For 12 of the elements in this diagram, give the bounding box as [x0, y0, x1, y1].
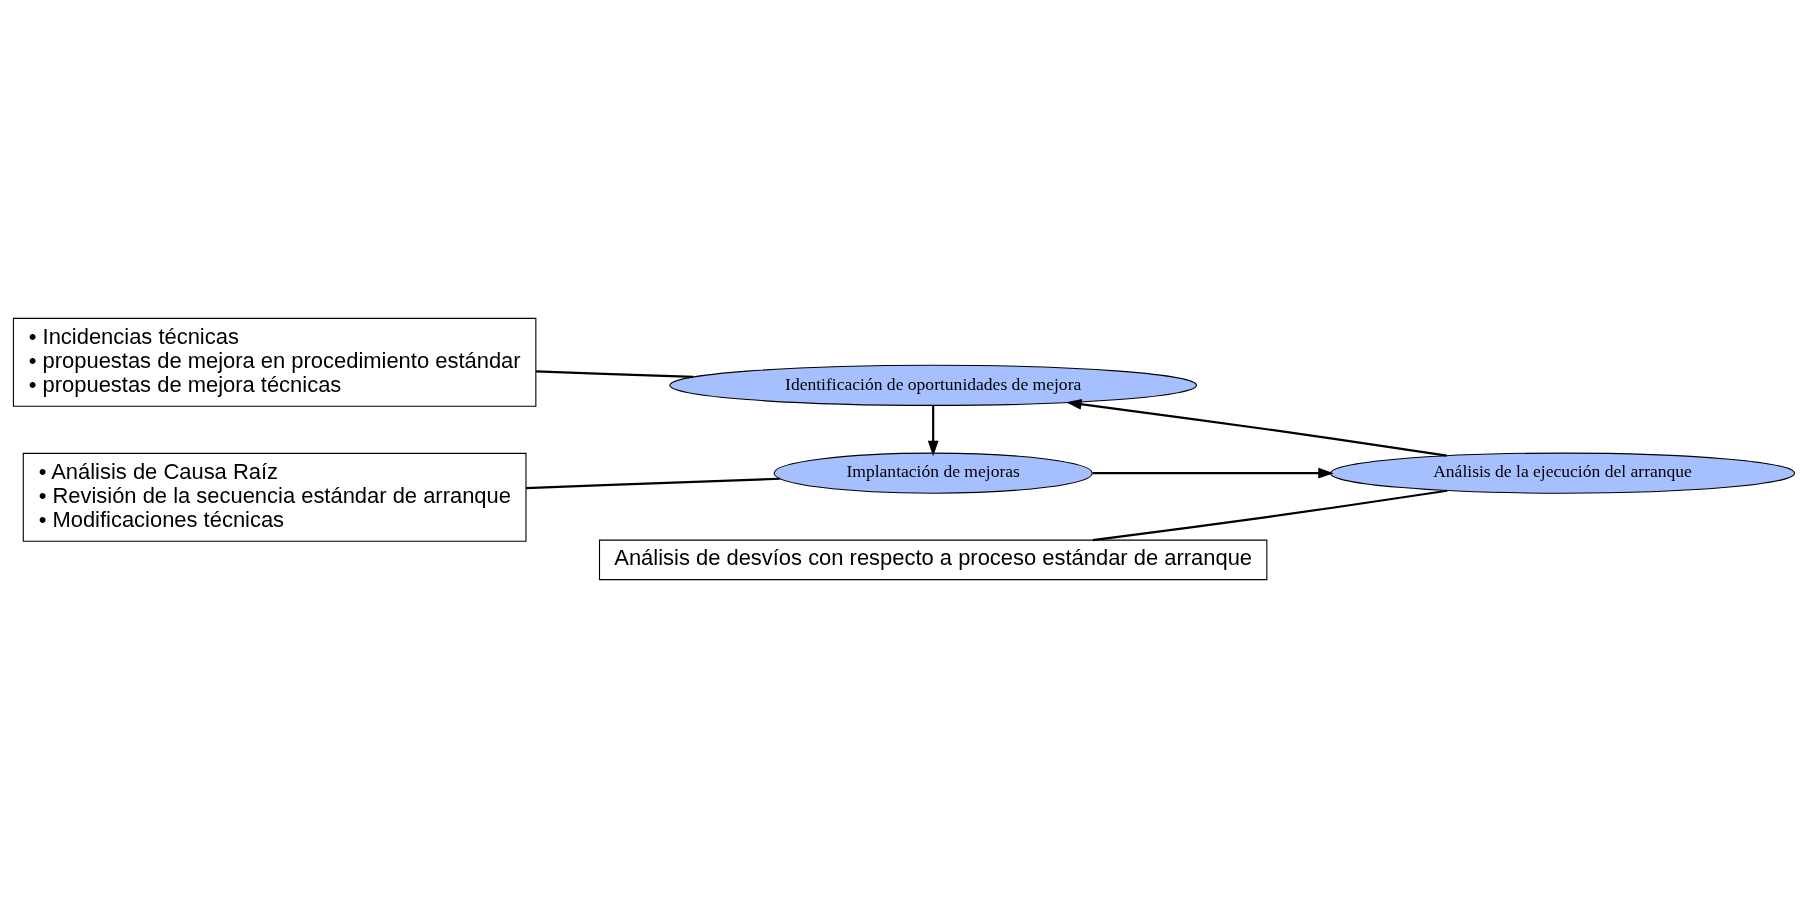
- arrow: [1092, 467, 1334, 479]
- node-box: Análisis de desvíos con respecto a proceso estándar de arranque: [598, 539, 1267, 581]
- node-ellipse: Identificación de oportunidades de mejora: [668, 364, 1197, 406]
- node-box: • Incidencias técnicas • propuestas de mejora en procedimiento estándar • propuestas de mejora técnicas: [12, 317, 536, 407]
- node-box: • Análisis de Causa Raíz • Revisión de la secuencia estándar de arranque • Modificaciones técnicas: [22, 452, 526, 542]
- arrow: [1065, 398, 1447, 457]
- node-ellipse: Implantación de mejoras: [773, 452, 1093, 494]
- connector: [525, 477, 780, 490]
- arrow: [927, 405, 939, 457]
- node-ellipse: Análisis de la ejecución del arranque: [1329, 452, 1795, 494]
- connector: [535, 370, 693, 379]
- connector: [1092, 489, 1447, 542]
